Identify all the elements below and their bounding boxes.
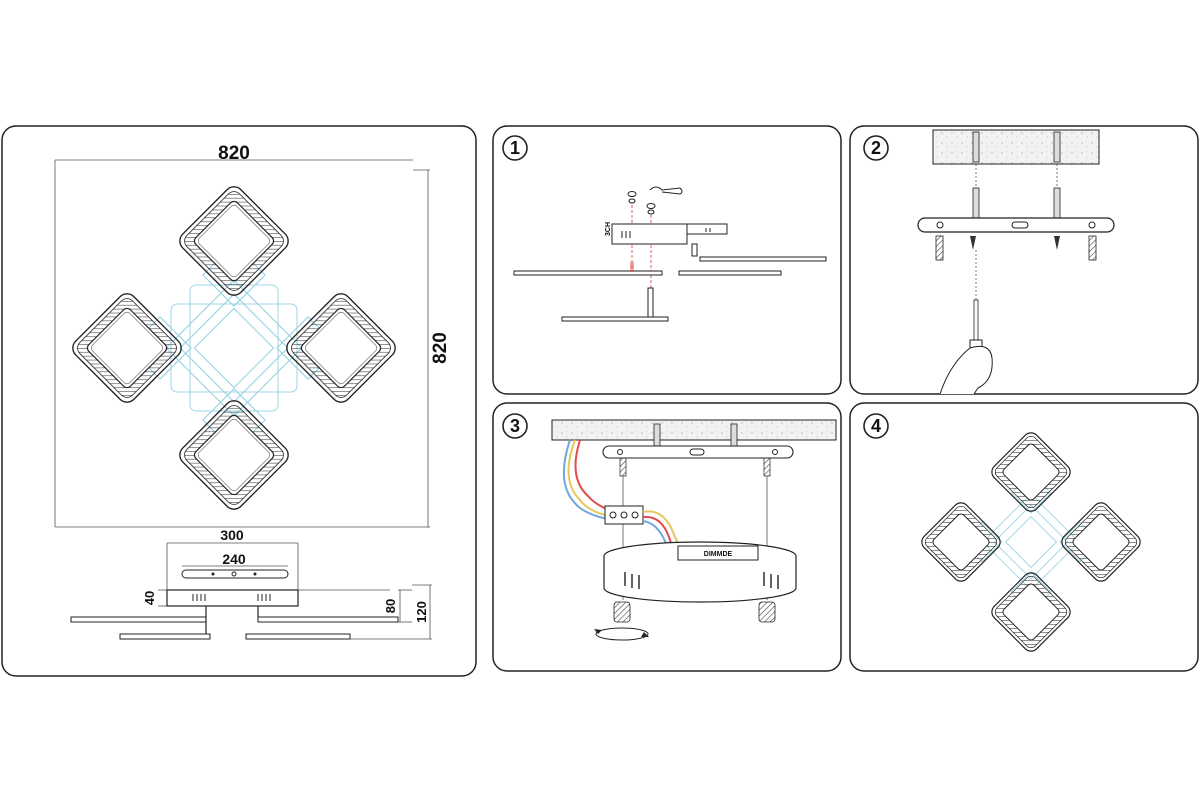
step-1-number: 1 bbox=[510, 138, 520, 158]
step-1-panel: 1 3CH bbox=[492, 125, 842, 395]
hand-icon bbox=[939, 345, 993, 395]
driver-label: DIMMDE bbox=[704, 551, 733, 558]
driver-box bbox=[677, 545, 759, 561]
step-3-number: 3 bbox=[510, 416, 520, 436]
step-4-badge bbox=[863, 413, 889, 439]
mounting-bracket bbox=[917, 217, 1115, 233]
base-height-label: 40 bbox=[142, 591, 157, 605]
step-2-badge bbox=[863, 135, 889, 161]
side-view: 300 240 bbox=[70, 527, 432, 640]
height-label: 820 bbox=[430, 332, 451, 364]
width-label: 820 bbox=[218, 143, 250, 164]
step-3-panel: 3 DIMMDE bbox=[492, 402, 842, 672]
svg-text:3CH: 3CH bbox=[605, 222, 612, 236]
ceiling bbox=[932, 129, 1100, 165]
step-4-number: 4 bbox=[871, 416, 881, 436]
step-1-badge bbox=[502, 135, 528, 161]
base-outer-label: 300 bbox=[220, 527, 244, 543]
terminal-block bbox=[604, 505, 644, 525]
total-height-label: 120 bbox=[414, 601, 429, 623]
step-2-panel: 2 bbox=[849, 125, 1199, 395]
dimensions-panel: 820 820 300 bbox=[1, 125, 477, 677]
key-icon bbox=[649, 186, 683, 195]
step-3-badge bbox=[502, 413, 528, 439]
step-4-panel: 4 bbox=[849, 402, 1199, 672]
rotate-arrow-icon bbox=[595, 627, 649, 641]
base-inner-label: 240 bbox=[222, 551, 246, 567]
screwdriver-icon bbox=[973, 299, 979, 341]
step-2-number: 2 bbox=[871, 138, 881, 158]
arm-height-label: 80 bbox=[383, 599, 398, 613]
canopy bbox=[603, 556, 797, 603]
